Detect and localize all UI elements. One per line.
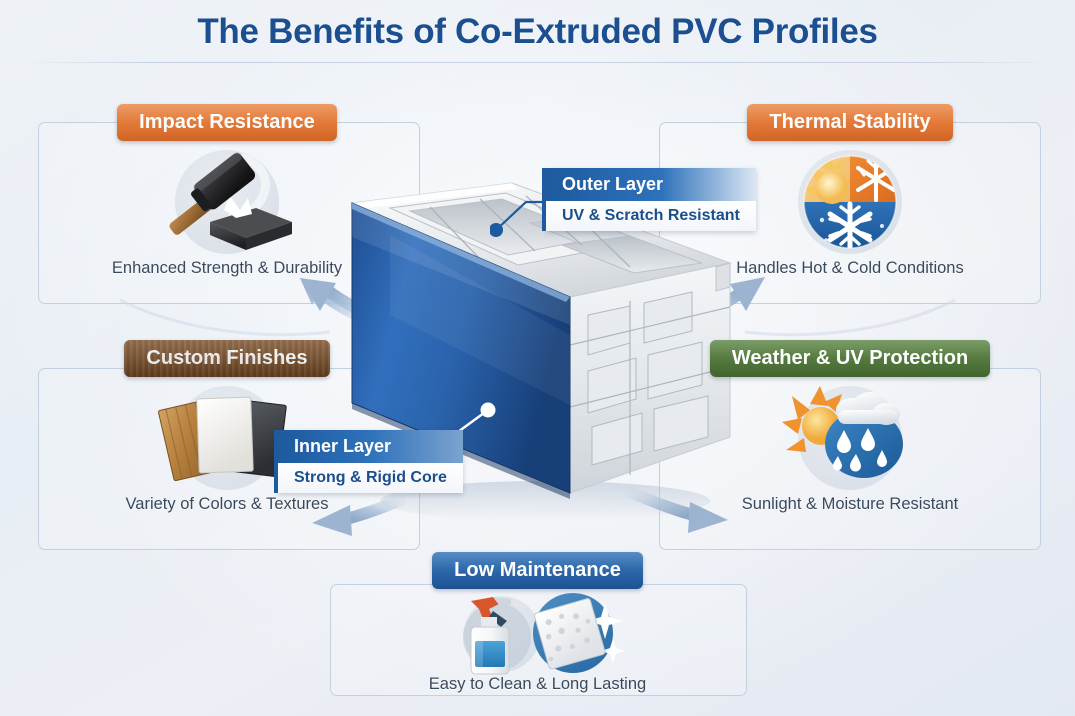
- benefit-impact-resistance-badge[interactable]: Impact Resistance: [117, 104, 337, 141]
- co-extruded-pvc-profile-3d: [350, 182, 732, 521]
- benefit-thermal-stability-caption: Handles Hot & Cold Conditions: [736, 259, 964, 277]
- benefit-low-maintenance-badge[interactable]: Low Maintenance: [432, 552, 643, 589]
- benefit-low-maintenance-icon-area: [330, 593, 745, 675]
- benefit-custom-finishes-caption: Variety of Colors & Textures: [125, 495, 329, 513]
- benefit-impact-resistance-caption: Enhanced Strength & Durability: [111, 259, 343, 277]
- callout-inner-layer[interactable]: Inner Layer Strong & Rigid Core: [274, 430, 463, 493]
- benefit-low-maintenance[interactable]: Low Maintenance: [330, 552, 745, 694]
- benefit-weather-uv-protection[interactable]: Weather & UV Protection: [655, 340, 1045, 514]
- benefit-impact-resistance[interactable]: Impact Resistance: [32, 104, 422, 278]
- benefit-weather-uv-protection-icon-area: [655, 383, 1045, 493]
- benefit-weather-uv-protection-badge[interactable]: Weather & UV Protection: [709, 340, 991, 377]
- benefit-custom-finishes[interactable]: Custom Finishes: [32, 340, 422, 514]
- sun-snowflake-circle-icon: [803, 155, 897, 249]
- callout-inner-layer-subtitle: Strong & Rigid Core: [278, 462, 463, 493]
- benefit-thermal-stability-icon-area: [655, 147, 1045, 257]
- material-swatches-icon: [158, 396, 287, 482]
- benefit-weather-uv-protection-caption: Sunlight & Moisture Resistant: [741, 495, 959, 513]
- page-title: The Benefits of Co-Extruded PVC Profiles: [0, 12, 1075, 52]
- callout-outer-layer[interactable]: Outer Layer UV & Scratch Resistant: [542, 168, 756, 231]
- callout-inner-layer-title: Inner Layer: [278, 430, 463, 463]
- benefit-impact-resistance-icon-area: [32, 147, 422, 257]
- spray-bottle: [470, 597, 511, 675]
- benefit-custom-finishes-icon-area: [32, 383, 422, 493]
- benefit-custom-finishes-badge[interactable]: Custom Finishes: [124, 340, 330, 377]
- hammer-striking-block-icon: [169, 152, 292, 250]
- title-divider: [22, 62, 1053, 63]
- profile-blue-outer-layer: [351, 202, 571, 494]
- spray-bottle-sponge-icon: [462, 593, 625, 675]
- callout-outer-layer-title: Outer Layer: [546, 168, 756, 201]
- profile-right-chambers: [569, 262, 731, 494]
- page-title-text: The Benefits of Co-Extruded PVC Profiles: [197, 12, 878, 51]
- sun-rain-cloud-icon: [782, 386, 903, 478]
- benefit-thermal-stability[interactable]: Thermal Stability: [655, 104, 1045, 278]
- benefit-thermal-stability-badge[interactable]: Thermal Stability: [747, 104, 953, 141]
- benefit-low-maintenance-caption: Easy to Clean & Long Lasting: [428, 675, 647, 693]
- callout-outer-layer-subtitle: UV & Scratch Resistant: [546, 200, 756, 231]
